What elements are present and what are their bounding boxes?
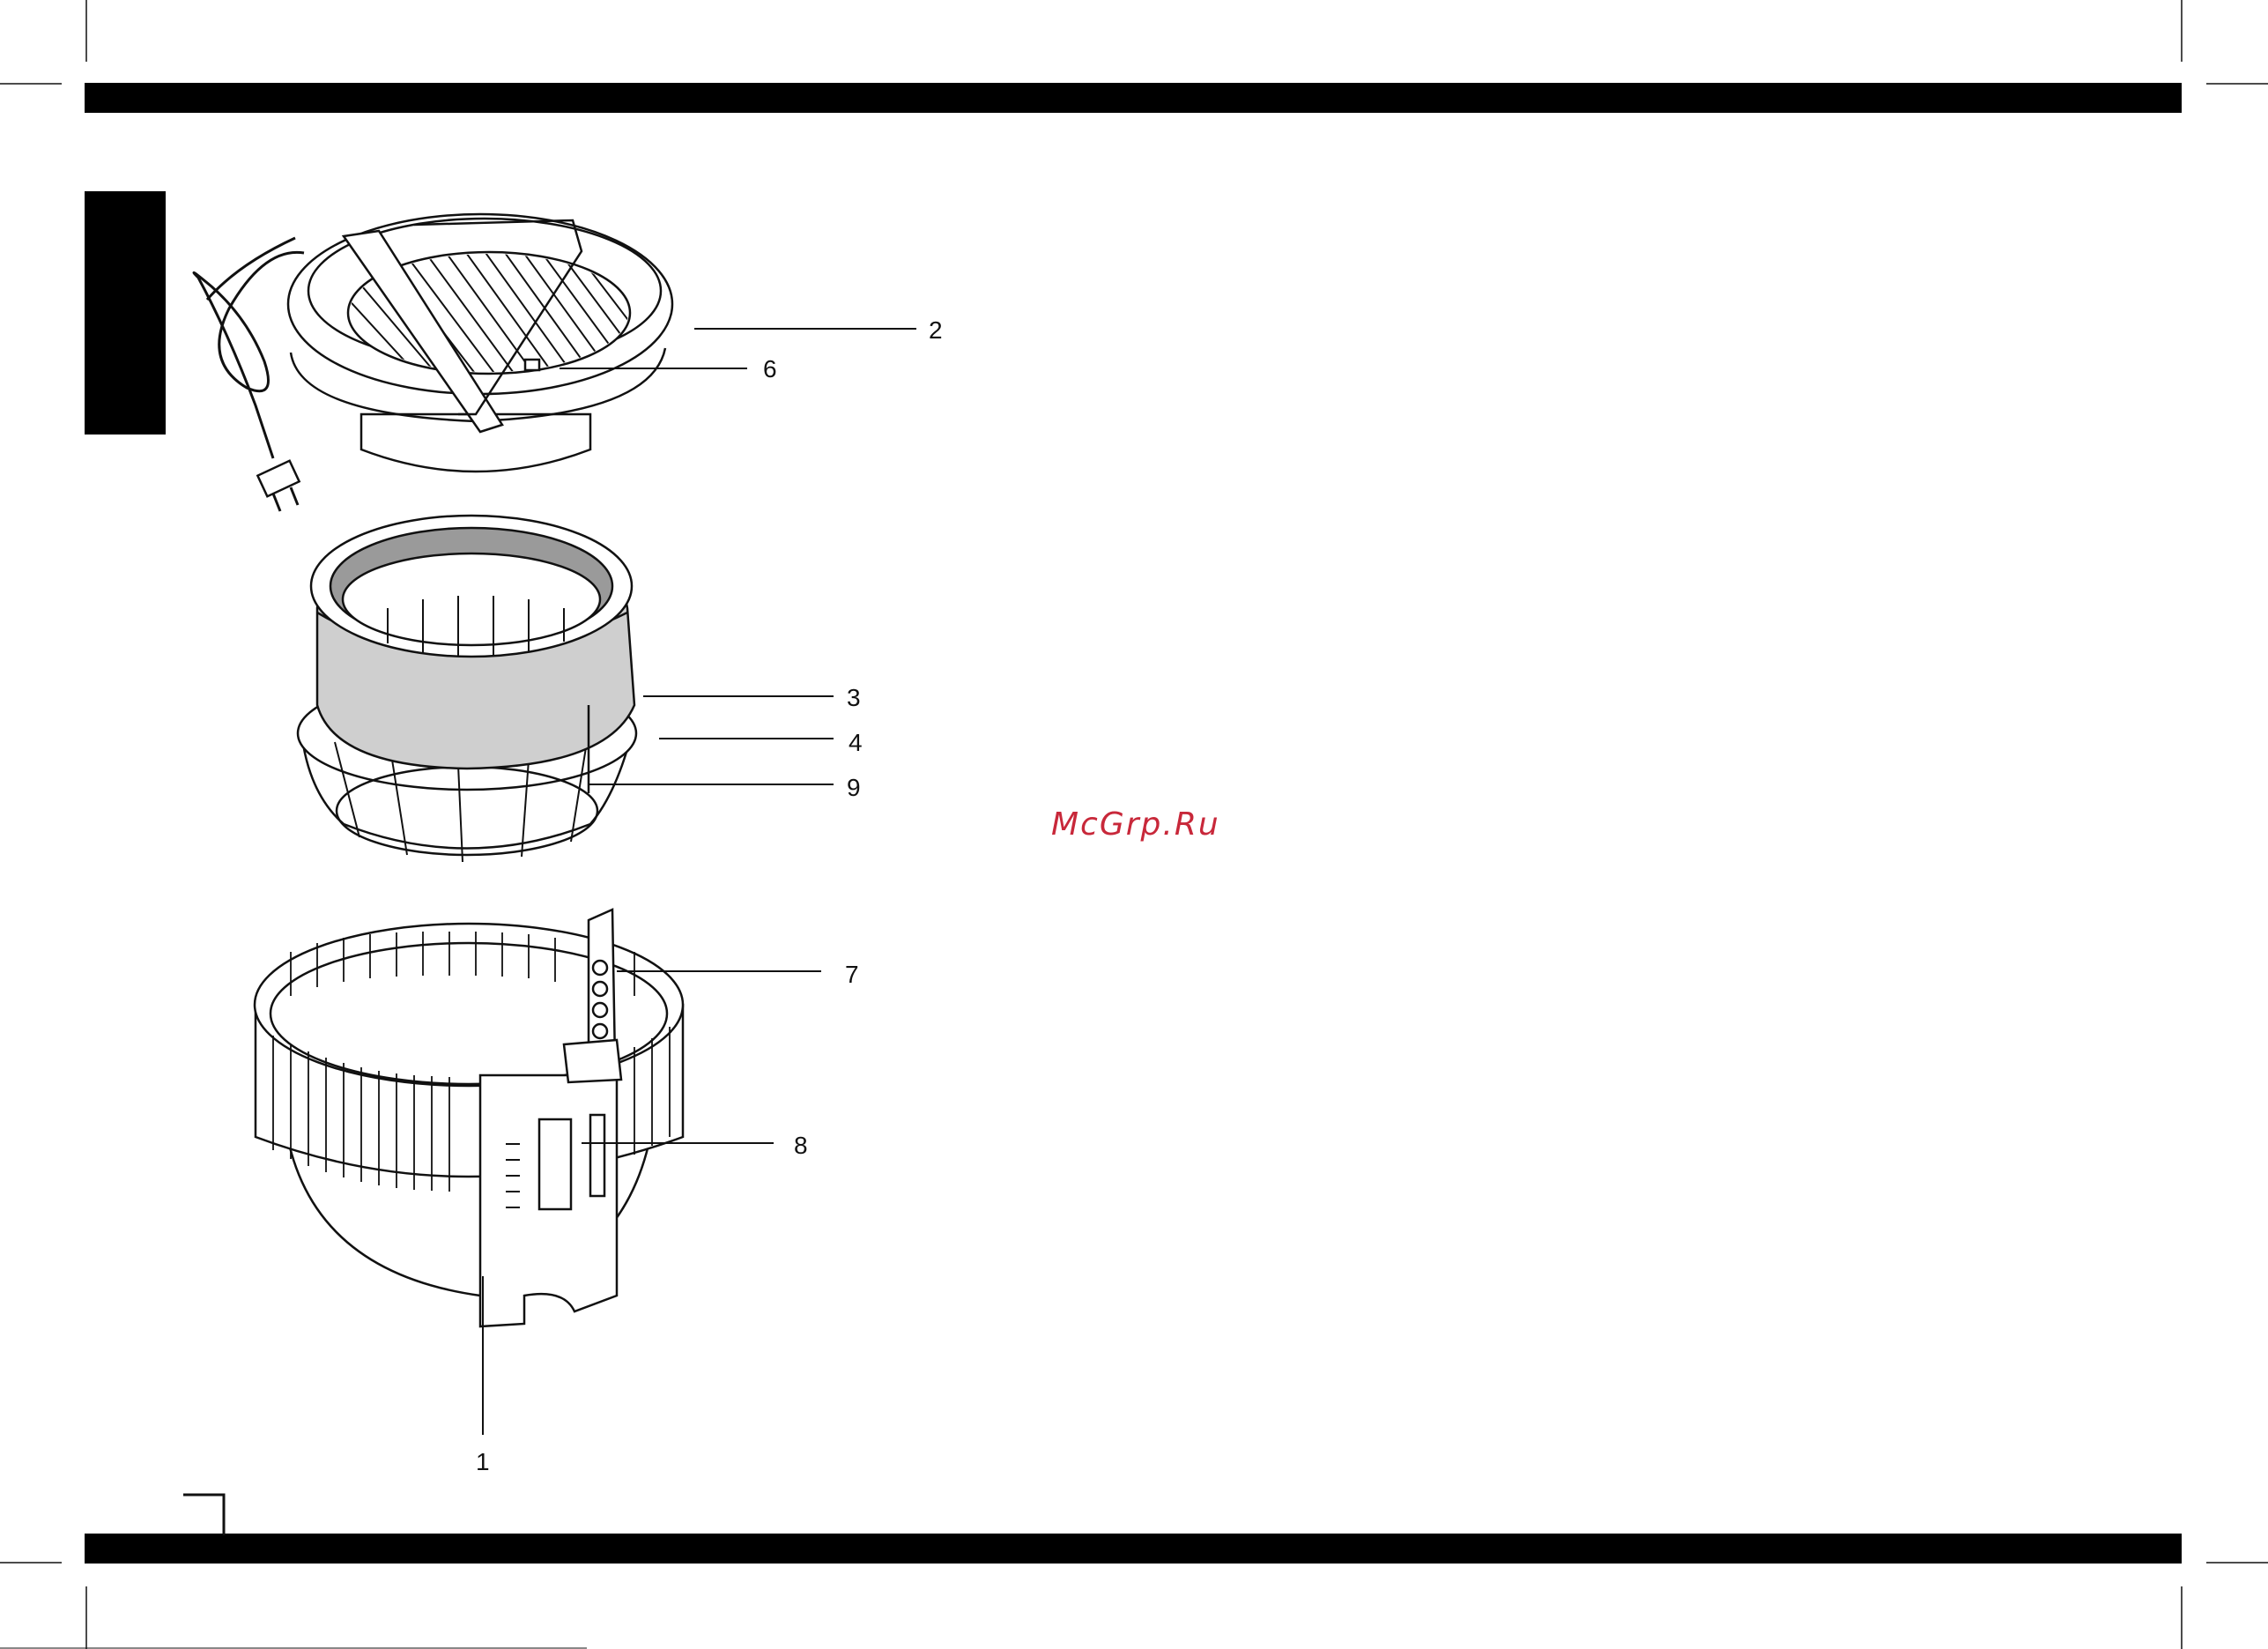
callout-3: 3 — [847, 686, 861, 710]
callout-2: 2 — [929, 318, 943, 343]
power-cord-icon — [194, 252, 304, 458]
top-band — [85, 83, 2182, 113]
callout-9: 9 — [847, 776, 861, 800]
side-tab — [85, 191, 166, 435]
callout-4: 4 — [849, 731, 863, 755]
window-icon — [539, 1119, 571, 1209]
watermark: McGrp.Ru — [1051, 806, 1220, 843]
callout-1: 1 — [476, 1450, 490, 1474]
filter-basket-icon — [298, 516, 636, 862]
callout-8: 8 — [794, 1133, 808, 1158]
callout-7: 7 — [845, 962, 859, 987]
corner-mark — [183, 1495, 224, 1535]
motor-head-icon — [194, 214, 693, 511]
callout-6: 6 — [763, 357, 777, 382]
bottom-band — [85, 1534, 2182, 1564]
